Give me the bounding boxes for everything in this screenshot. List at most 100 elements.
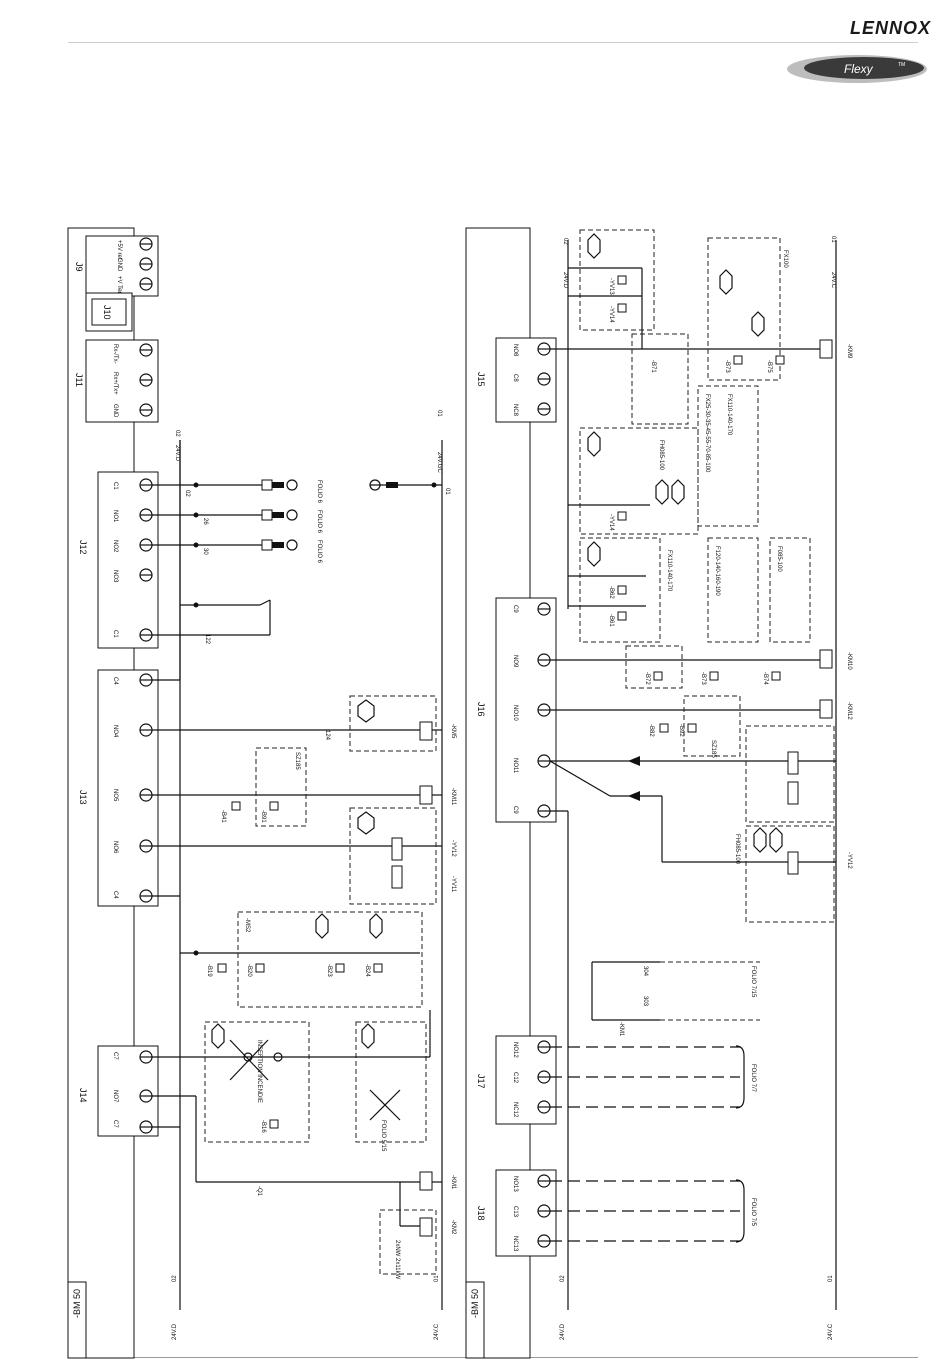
device-b24: -B24 (364, 964, 370, 977)
device-km9: -KM9 (846, 344, 852, 359)
connector-j14: J14 C7 NO7 C7 (78, 1045, 159, 1137)
header-rule (68, 42, 918, 43)
connector-j12: J12 C1 NO1 NO2 NO3 C1 (78, 471, 159, 649)
connector-j10: J10 (85, 292, 133, 332)
folio-ref-3: FOLIO 6 (316, 540, 322, 564)
device-b20: -B20 (246, 964, 252, 977)
left-supply-gc: 24V.GC (436, 452, 442, 473)
device-km1: -KM1 (450, 1175, 456, 1190)
j11-pin-2: Rx+/Tx+ (112, 372, 118, 395)
j16-pin-4: NO11 (512, 758, 518, 774)
model-f120-190: F120-140-160-190 (714, 546, 720, 596)
left-supply-d: 24V.D (172, 1323, 178, 1340)
connector-j16: J16 C9 NO9 NO10 NO11 C9 (476, 597, 557, 823)
connector-j18: J18 NO13 C13 NC13 (476, 1169, 557, 1257)
j13-pin-3: NO5 (112, 789, 118, 802)
device-b63: -B61 (608, 614, 614, 627)
model-fx100: FX100 (782, 250, 788, 268)
device-km11: -KM11 (450, 788, 456, 806)
j15-pin-3: NC8 (512, 404, 518, 417)
j11-pin-1: Rx-/Tx- (112, 344, 118, 364)
connector-j15: J15 NO8 C8 NC8 (476, 337, 557, 423)
folio-ref-2: FOLIO 6 (316, 510, 322, 534)
connector-j9: J9 +5V ref GND +V Term (74, 235, 159, 298)
device-b92: -B92 (678, 724, 684, 737)
j9-pin-1: +5V ref (116, 240, 122, 260)
device-b64: -B62 (608, 586, 614, 599)
wire-26: 26 (202, 518, 208, 525)
badge-text: Flexy (844, 62, 874, 76)
device-km2: -KM2 (450, 1220, 456, 1235)
j12-pin-3: NO2 (112, 540, 118, 553)
board-left-name: -BM 50 (72, 1289, 82, 1318)
device-b62: -YV14 (608, 514, 614, 531)
j16-pin-1: C9 (512, 605, 518, 613)
wire-124: 124 (324, 730, 330, 741)
device-b72: -B72 (644, 672, 650, 685)
device-km1-right: -KM1 (618, 1022, 624, 1037)
right-supply-d-num: 02 (560, 1275, 566, 1282)
j9-pin-2: GND (116, 258, 122, 272)
j14-pin-3: C7 (112, 1120, 118, 1128)
j18-pin-2: C13 (512, 1206, 518, 1218)
connector-j11: J11 Rx-/Tx- Rx+/Tx+ GND (74, 339, 159, 423)
right-supply-c: 24V.C (828, 1323, 834, 1340)
j16-pin-3: NO10 (512, 705, 518, 721)
j12-pin-5: C1 (112, 630, 118, 638)
model-fx110: FX110-140-170 (726, 394, 732, 436)
note-folio-5-15: FOLIO 5/15 (380, 1120, 386, 1152)
folio-ref-1: FOLIO 6 (316, 480, 322, 504)
left-supply-gc-num: 01 (436, 410, 442, 417)
left-supply-c-num: 01 (434, 1275, 440, 1282)
j18-pin-3: NC13 (512, 1236, 518, 1252)
device-sz185-right: SZ185 (710, 740, 716, 758)
wire-122: 122 (204, 634, 210, 645)
wire-303: 303 (642, 996, 648, 1007)
j11-pin-3: GND (112, 404, 118, 418)
device-yv11: -YV11 (450, 876, 456, 893)
device-b19: -B19 (206, 964, 212, 977)
j18-label: J18 (476, 1206, 486, 1221)
right-supply-c-num: 01 (828, 1275, 834, 1282)
j13-pin-2: NO4 (112, 725, 118, 738)
right-supply-c-top-num: 01 (830, 236, 836, 243)
device-b23: -B23 (326, 964, 332, 977)
device-b91: -B91 (260, 810, 266, 823)
j15-pin-2: C8 (512, 374, 518, 382)
device-b75: -B75 (766, 360, 772, 373)
right-supply-c-top: 24V.C (830, 272, 836, 289)
folio-7-5: FOLIO 7/5 (750, 1198, 756, 1227)
wire-304: 304 (642, 966, 648, 977)
j17-label: J17 (476, 1074, 486, 1089)
device-b73: -B73 (724, 360, 730, 373)
model-fh085-100-b: FH085-100 (734, 834, 740, 865)
j15-pin-1: NO8 (512, 344, 518, 357)
j12-label: J12 (78, 540, 88, 555)
folio-7-15: FOLIO 7/15 (750, 966, 756, 998)
j13-pin-4: NO6 (112, 841, 118, 854)
j9-pin-3: +V Term (116, 276, 122, 298)
device-yv12-left: -YV12 (450, 840, 456, 857)
device-yv12-right: -YV12 (846, 852, 852, 869)
device-b16: -B16 (260, 1120, 266, 1133)
device-b62-top: -YV14 (608, 306, 614, 323)
device-km12: -KM12 (846, 702, 852, 720)
j13-pin-5: C4 (112, 891, 118, 899)
j13-pin-1: C4 (112, 677, 118, 685)
j15-label: J15 (476, 372, 486, 387)
model-fh085-100-a: FH085-100 (658, 440, 664, 471)
wire-02: 02 (184, 490, 190, 497)
device-ms2: -MS2 (244, 918, 250, 933)
j13-label: J13 (78, 790, 88, 805)
left-supply-c: 24V.C (434, 1323, 440, 1340)
wire-01: 01 (444, 488, 450, 495)
right-supply-d-top-num: 02 (562, 238, 568, 245)
board-right-label-box (465, 1281, 485, 1359)
j11-label: J11 (74, 373, 84, 387)
j16-pin-5: C9 (512, 806, 518, 814)
j17-pin-2: C12 (512, 1072, 518, 1084)
note-2xnw: 2xNW 2x11kW (394, 1240, 400, 1280)
